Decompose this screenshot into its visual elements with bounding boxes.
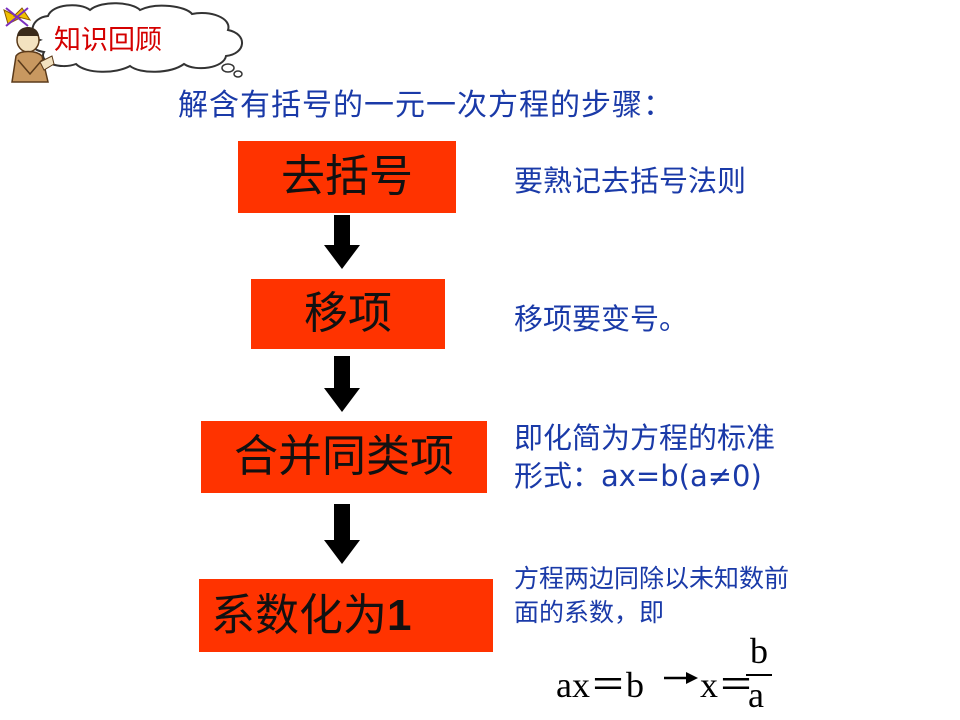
note-bracket-rule: 要熟记去括号法则 [514, 164, 747, 198]
step-label: 合并同类项 [234, 431, 454, 482]
step-label: 去括号 [281, 151, 413, 202]
down-arrow-icon [324, 215, 360, 269]
note-line: 面的系数，即 [514, 598, 665, 627]
down-arrow-icon [324, 504, 360, 564]
note-divide-coefficient: 方程两边同除以未知数前 面的系数，即 [514, 562, 789, 630]
fraction-bar [746, 674, 772, 676]
recap-label: 知识回顾 [54, 25, 162, 56]
formula-denominator: a [748, 675, 764, 715]
note-standard-form: 即化简为方程的标准 形式：ax=b(a≠0) [514, 419, 775, 495]
note-line: 即化简为方程的标准 [514, 421, 776, 455]
note-line: 形式：ax=b(a≠0) [514, 459, 762, 493]
formula-left: ax＝b [556, 665, 644, 705]
down-arrow-icon [324, 356, 360, 412]
recap-cloud: 知识回顾 [0, 0, 260, 83]
solution-formula: ax＝b x＝ b a [556, 630, 816, 720]
note-line: 方程两边同除以未知数前 [514, 564, 790, 593]
formula-numerator: b [750, 631, 768, 671]
step-label: 系数化为 [211, 589, 387, 641]
note-sign-change: 移项要变号。 [514, 302, 689, 336]
right-arrow-icon [664, 672, 698, 684]
page-title: 解含有括号的一元一次方程的步骤： [178, 88, 674, 123]
formula-middle: x＝ [700, 665, 755, 705]
step-label-suffix: 1 [387, 590, 412, 640]
step-combine-like-terms: 合并同类项 [201, 421, 487, 493]
step-transpose: 移项 [251, 279, 445, 349]
step-label: 移项 [304, 288, 392, 339]
step-remove-brackets: 去括号 [238, 141, 456, 213]
scholar-figure-icon [3, 7, 55, 83]
thought-cloud [31, 2, 243, 78]
